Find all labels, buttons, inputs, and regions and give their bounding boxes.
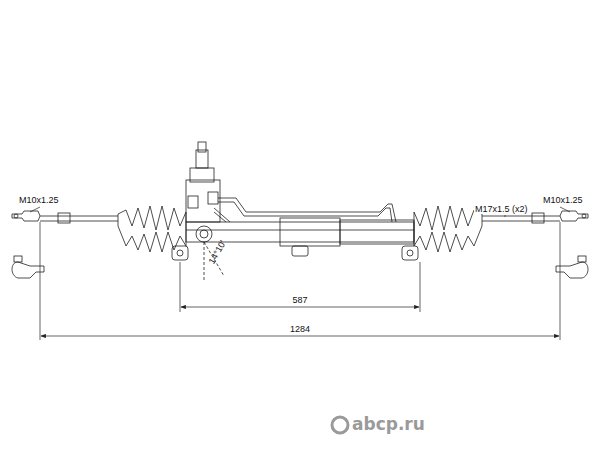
dimension: 1284	[289, 325, 311, 334]
thread-spec: M10x1.25	[542, 196, 584, 205]
watermark: abcp.ru	[352, 416, 425, 433]
angle-note: 14°10'	[207, 238, 228, 266]
watermark-logo	[332, 417, 348, 433]
thread-spec: M10x1.25	[18, 196, 60, 205]
thread-spec: M17x1.5 (x2)	[474, 205, 529, 214]
dimension: 587	[291, 296, 308, 305]
